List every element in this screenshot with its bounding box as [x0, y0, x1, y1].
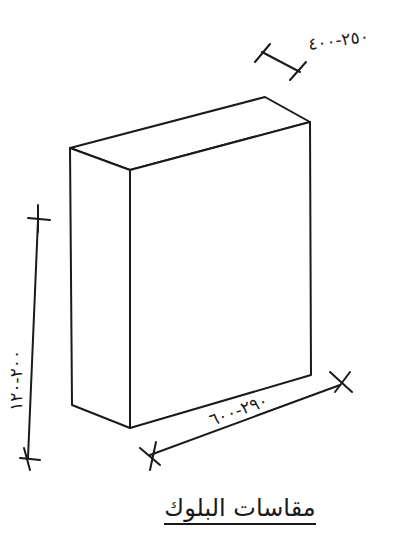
dimension-line-length	[140, 372, 352, 470]
dimension-line-height	[20, 205, 50, 470]
dimension-label: ٢٠٠-١٢٠	[7, 350, 26, 411]
dimension-label: ٢٥٠-٤٠٠	[307, 27, 370, 54]
dimension-line-depth	[255, 44, 306, 80]
block-front-face	[130, 122, 311, 428]
caption: مقاسات البلوك	[164, 495, 315, 525]
block-side-face	[70, 148, 130, 428]
